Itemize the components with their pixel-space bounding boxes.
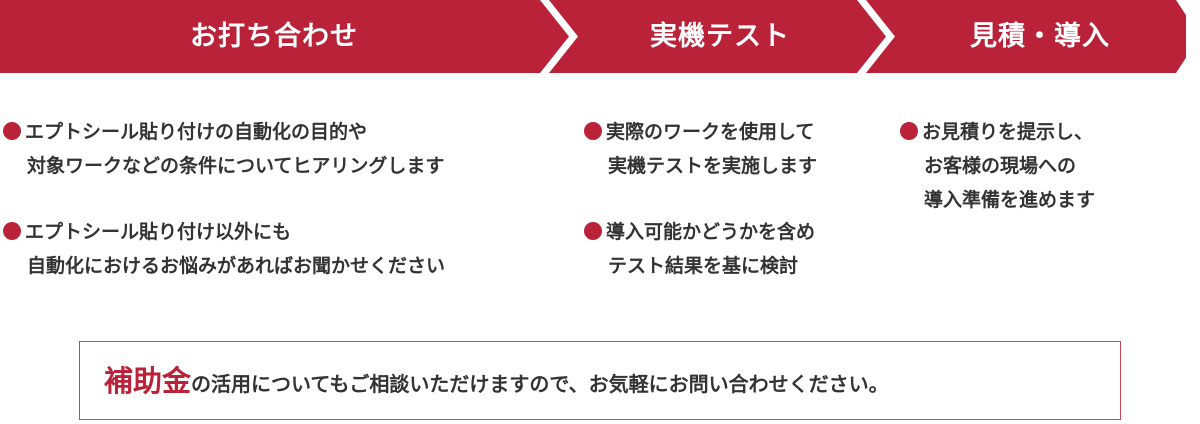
item-text: テスト結果を基に検討 — [608, 255, 799, 277]
item-text: 実機テストを実施します — [608, 155, 818, 177]
dot-icon — [3, 122, 21, 140]
step-estimate-introduction: 見積・導入 — [970, 21, 1110, 52]
list-item: 実際のワークを使用して 実機テストを実施します — [584, 115, 817, 183]
dot-icon — [584, 222, 602, 240]
step-machine-test: 実機テスト — [650, 21, 790, 52]
subsidy-callout: 補助金の活用についてもご相談いただけますので、お気軽にお問い合わせください。 — [79, 341, 1121, 420]
dot-icon — [3, 222, 21, 240]
chevron-banner-shape — [0, 0, 1200, 73]
item-text: お見積りを提示し、 — [922, 121, 1094, 143]
callout-emphasis: 補助金 — [104, 364, 192, 398]
item-text: 実際のワークを使用して — [606, 121, 815, 143]
item-text: エプトシール貼り付けの自動化の目的や — [25, 121, 368, 143]
dot-icon — [584, 122, 602, 140]
item-text: 導入準備を進めます — [924, 189, 1096, 211]
item-text: 導入可能かどうかを含め — [606, 221, 816, 243]
machine-test-column: 実際のワークを使用して 実機テストを実施します 導入可能かどうかを含め テスト結… — [584, 115, 817, 315]
meeting-column: エプトシール貼り付けの自動化の目的や 対象ワークなどの条件についてヒアリングしま… — [3, 115, 445, 315]
callout-text: 補助金の活用についてもご相談いただけますので、お気軽にお問い合わせください。 — [104, 342, 889, 421]
step-meeting: お打ち合わせ — [190, 21, 358, 52]
dot-icon — [900, 122, 918, 140]
callout-body: の活用についてもご相談いただけますので、お気軽にお問い合わせください。 — [191, 372, 889, 396]
list-item: お見積りを提示し、 お客様の現場への 導入準備を進めます — [900, 115, 1095, 217]
list-item: エプトシール貼り付けの自動化の目的や 対象ワークなどの条件についてヒアリングしま… — [3, 115, 445, 183]
item-text: エプトシール貼り付け以外にも — [25, 221, 292, 243]
estimate-column: お見積りを提示し、 お客様の現場への 導入準備を進めます — [900, 115, 1095, 249]
item-text: 自動化におけるお悩みがあればお聞かせください — [27, 255, 446, 277]
list-item: 導入可能かどうかを含め テスト結果を基に検討 — [584, 215, 817, 283]
item-text: 対象ワークなどの条件についてヒアリングします — [27, 155, 445, 177]
process-steps-banner: お打ち合わせ 実機テスト 見積・導入 — [0, 0, 1200, 73]
item-text: お客様の現場への — [924, 155, 1077, 177]
list-item: エプトシール貼り付け以外にも 自動化におけるお悩みがあればお聞かせください — [3, 215, 445, 283]
